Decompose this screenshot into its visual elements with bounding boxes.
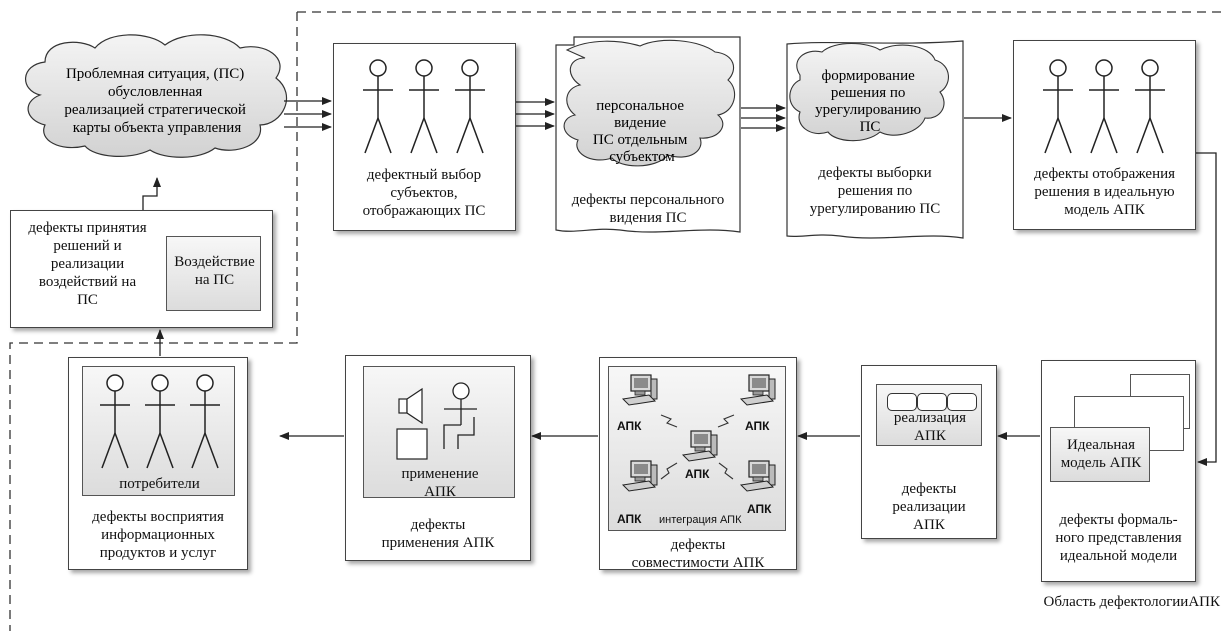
impact-on-ps-box: Воздействие на ПС: [166, 236, 261, 311]
integration-network-box: АПК АПК АПК АПК АПК интеграция АПК: [608, 366, 786, 531]
solution-selection-text: дефекты выборки решения по урегулировани…: [809, 165, 941, 217]
ideal-model-box: Идеальная модель АПК: [1050, 427, 1150, 482]
realization-defects-text: дефекты реализации АПК: [892, 481, 966, 533]
module-3-icon: [947, 393, 977, 411]
link-icon-4: [718, 462, 734, 480]
pc-icon-bottom-right: [740, 460, 776, 492]
decision-defects-text: дефекты принятия решений и реализации во…: [28, 220, 147, 308]
pc-label-top-left: АПК: [617, 419, 642, 433]
pc-icon-center: [682, 430, 718, 462]
consumers-inner-box: потребители: [82, 366, 235, 496]
pc-label-bottom-left: АПК: [617, 512, 642, 526]
pc-icon-top-right: [740, 374, 776, 406]
defectology-area-boundary: [9, 11, 1226, 631]
pc-icon-bottom-left: [622, 460, 658, 492]
application-defects-text: дефекты применения АПК: [381, 517, 495, 551]
link-icon-3: [660, 462, 678, 480]
pc-icon-top-left: [622, 374, 658, 406]
subjects-selection-box: дефектный выбор субъектов, отображающих …: [333, 43, 516, 231]
solution-cloud: [789, 43, 949, 142]
arrow-decision-to-cloud: [142, 177, 161, 210]
link-icon-2: [717, 414, 735, 428]
personal-vision-cloud-text: персональное видение ПС отдельным субъек…: [593, 98, 691, 165]
mapping-defects-box: дефекты отображения решения в идеальную …: [1013, 40, 1196, 230]
pc-label-bottom-right: АПК: [747, 502, 772, 516]
formal-representation-text: дефекты формаль- ного представления идеа…: [1055, 512, 1182, 564]
desk-icon: [396, 428, 428, 460]
arrow-mapping-to-formal: [1196, 152, 1217, 466]
personal-vision-text: дефекты персонального видения ПС: [571, 192, 725, 226]
compatibility-box: АПК АПК АПК АПК АПК интеграция АПК дефек…: [599, 357, 797, 571]
mapping-defects-text: дефекты отображения решения в идеальную …: [1033, 166, 1176, 218]
consumers-label: потребители: [119, 476, 200, 492]
pc-label-center: АПК: [685, 467, 710, 481]
application-box: применение АПК дефекты применения АПК: [345, 355, 531, 561]
problem-situation-cloud: Проблемная ситуация, (ПС) обусловленная …: [25, 34, 288, 158]
seated-person-icon: [443, 382, 477, 449]
realization-inner-box: реализация АПК: [876, 384, 982, 446]
consumers-defects-text: дефекты восприятия информационных продук…: [92, 509, 224, 561]
module-1-icon: [887, 393, 917, 411]
consumers-box: потребители дефекты восприятия информаци…: [68, 357, 248, 570]
defectology-area-label: Область дефектологииАПК: [1043, 594, 1221, 610]
problem-situation-text: Проблемная ситуация, (ПС) обусловленная …: [64, 66, 249, 136]
integration-label: интеграция АПК: [659, 514, 742, 526]
solution-cloud-text: формирование решения по урегулированию П…: [815, 68, 925, 135]
consumer-actor-1: [100, 374, 130, 469]
consumer-actor-2: [145, 374, 175, 469]
realization-box: реализация АПК дефекты реализации АПК: [861, 365, 997, 539]
link-icon-1: [660, 414, 678, 428]
personal-vision-cloud: [563, 39, 736, 167]
application-inner-box: применение АПК: [363, 366, 515, 500]
pc-label-top-right: АПК: [745, 419, 770, 433]
formal-representation-box: Идеальная модель АПК дефекты формаль- но…: [1041, 360, 1196, 582]
speaker-icon: [398, 387, 423, 425]
consumer-actor-3: [190, 374, 220, 469]
subjects-selection-text: дефектный выбор субъектов, отображающих …: [362, 167, 486, 219]
module-2-icon: [917, 393, 947, 411]
decision-defects-box: дефекты принятия решений и реализации во…: [10, 210, 273, 328]
compatibility-defects-text: дефекты совместимости АПК: [631, 537, 765, 571]
